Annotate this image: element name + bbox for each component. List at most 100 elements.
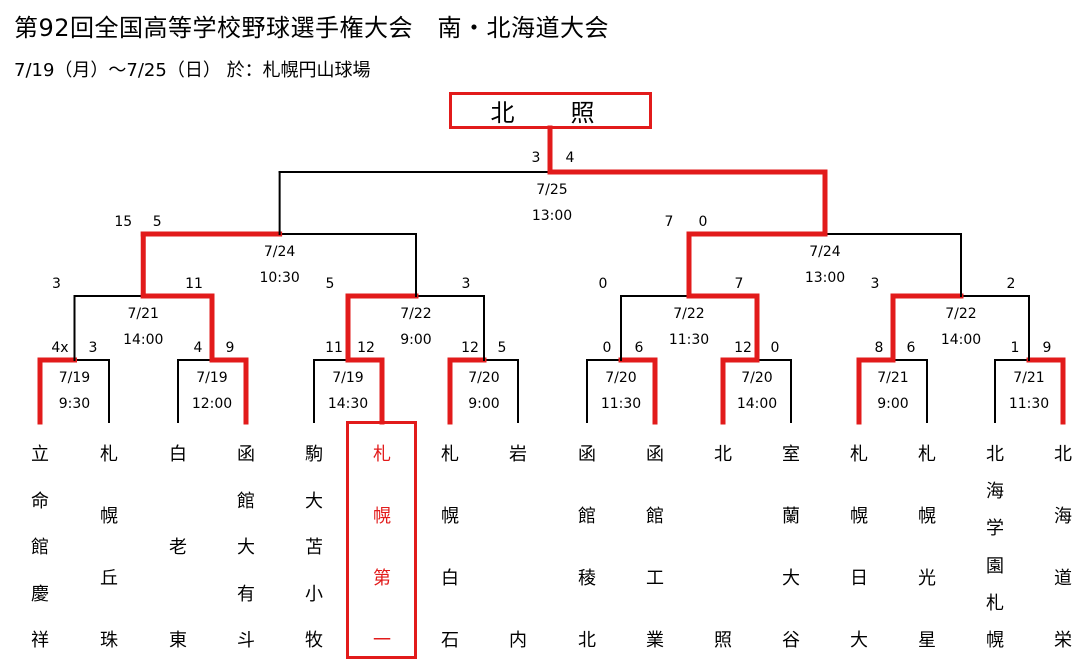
score-right: 5 <box>497 340 507 356</box>
team-char: 幌 <box>918 506 936 527</box>
page-title: 第92回全国高等学校野球選手権大会 南・北海道大会 <box>14 14 610 42</box>
team-char: 大 <box>850 630 868 651</box>
score-right: 11 <box>185 276 203 292</box>
score-left: 3 <box>52 276 61 292</box>
score-left: 8 <box>874 340 884 356</box>
score-right: 3 <box>461 276 471 292</box>
game-date: 7/21 <box>877 370 909 386</box>
team-char: 北 <box>986 444 1004 465</box>
team-char: 館 <box>237 491 255 512</box>
score-left: 7 <box>664 214 674 230</box>
game-date: 7/24 <box>263 244 296 260</box>
game-date: 7/20 <box>468 370 500 386</box>
team-char: 札 <box>918 444 936 465</box>
team-char: 大 <box>305 491 323 512</box>
score-left: 3 <box>531 150 541 166</box>
team-char: 有 <box>237 584 255 605</box>
team-char: 札 <box>373 444 391 465</box>
score-left: 5 <box>325 276 335 292</box>
score-right: 12 <box>357 340 375 356</box>
team-char: 命 <box>31 491 49 512</box>
game-time: 9:00 <box>400 332 432 348</box>
game-time: 14:00 <box>123 332 164 348</box>
game-date: 7/22 <box>945 306 977 322</box>
score-left: 0 <box>598 276 608 292</box>
team-char: 谷 <box>782 630 800 651</box>
team-char: 駒 <box>305 444 323 465</box>
team-char: 幌 <box>441 506 459 527</box>
score-left: 0 <box>602 340 612 356</box>
team-char: 学 <box>986 518 1004 539</box>
team-char: 丘 <box>100 568 118 589</box>
team-char: 札 <box>850 444 868 465</box>
score-left: 1 <box>1010 340 1020 356</box>
score-left: 12 <box>734 340 752 356</box>
team-char: 海 <box>1054 506 1072 527</box>
team-char: 工 <box>646 568 664 589</box>
game-time: 12:00 <box>191 396 233 412</box>
game-time: 10:30 <box>259 270 300 286</box>
team-char: 道 <box>1054 568 1072 589</box>
team-char: 祥 <box>31 630 49 651</box>
team-char: 第 <box>373 568 391 589</box>
team-char: 大 <box>237 537 255 558</box>
score-right: 9 <box>225 340 235 356</box>
game-date: 7/20 <box>741 370 773 386</box>
team-char: 星 <box>918 630 936 651</box>
game-date: 7/21 <box>127 306 159 322</box>
team-char: 牧 <box>305 630 323 651</box>
score-left: 11 <box>325 340 343 356</box>
team-char: 北 <box>714 444 732 465</box>
team-char: 館 <box>578 506 596 527</box>
game-time: 14:00 <box>940 332 982 348</box>
team-char: 室 <box>782 444 800 465</box>
game-time: 11:30 <box>600 396 642 412</box>
team-char: 東 <box>169 630 187 651</box>
team-char: 一 <box>373 630 391 651</box>
score-right: 2 <box>1006 276 1016 292</box>
team-char: 札 <box>100 444 118 465</box>
game-time: 9:00 <box>468 396 500 412</box>
team-char: 慶 <box>31 584 49 605</box>
team-char: 大 <box>782 568 800 589</box>
team-char: 館 <box>646 506 664 527</box>
team-char: 斗 <box>237 630 255 651</box>
team-char: 館 <box>31 537 49 558</box>
game-date: 7/22 <box>400 306 432 322</box>
team-char: 老 <box>169 537 187 558</box>
game-date: 7/20 <box>605 370 637 386</box>
team-char: 幌 <box>850 506 868 527</box>
score-right: 4 <box>565 150 575 166</box>
page-subtitle: 7/19（月）～7/25（日） 於：札幌円山球場 <box>14 60 371 81</box>
champion-box: 北 照 <box>449 92 652 129</box>
team-char: 函 <box>237 444 255 465</box>
game-date: 7/19 <box>58 370 91 386</box>
team-char: 海 <box>986 481 1004 502</box>
team-char: 稜 <box>578 568 596 589</box>
team-char: 幌 <box>986 630 1004 651</box>
team-char: 石 <box>441 630 459 651</box>
game-date: 7/22 <box>673 306 705 322</box>
team-char: 白 <box>169 444 187 465</box>
team-char: 北 <box>578 630 596 651</box>
score-right: 6 <box>634 340 644 356</box>
score-right: 0 <box>698 214 708 230</box>
game-time: 14:30 <box>327 396 369 412</box>
team-char: 光 <box>918 568 936 589</box>
team-char: 札 <box>986 593 1004 614</box>
team-char: 立 <box>31 444 49 465</box>
team-char: 業 <box>646 630 664 651</box>
team-char: 栄 <box>1054 630 1072 651</box>
game-time: 9:00 <box>877 396 909 412</box>
team-char: 小 <box>305 584 323 605</box>
team-char: 日 <box>850 568 868 589</box>
team-char: 苫 <box>305 537 323 558</box>
team-char: 白 <box>441 568 459 589</box>
score-right: 3 <box>88 340 98 356</box>
game-time: 13:00 <box>531 208 573 224</box>
game-date: 7/19 <box>332 370 364 386</box>
team-char: 蘭 <box>782 506 800 527</box>
team-char: 幌 <box>100 506 118 527</box>
score-left: 4x <box>51 340 69 356</box>
